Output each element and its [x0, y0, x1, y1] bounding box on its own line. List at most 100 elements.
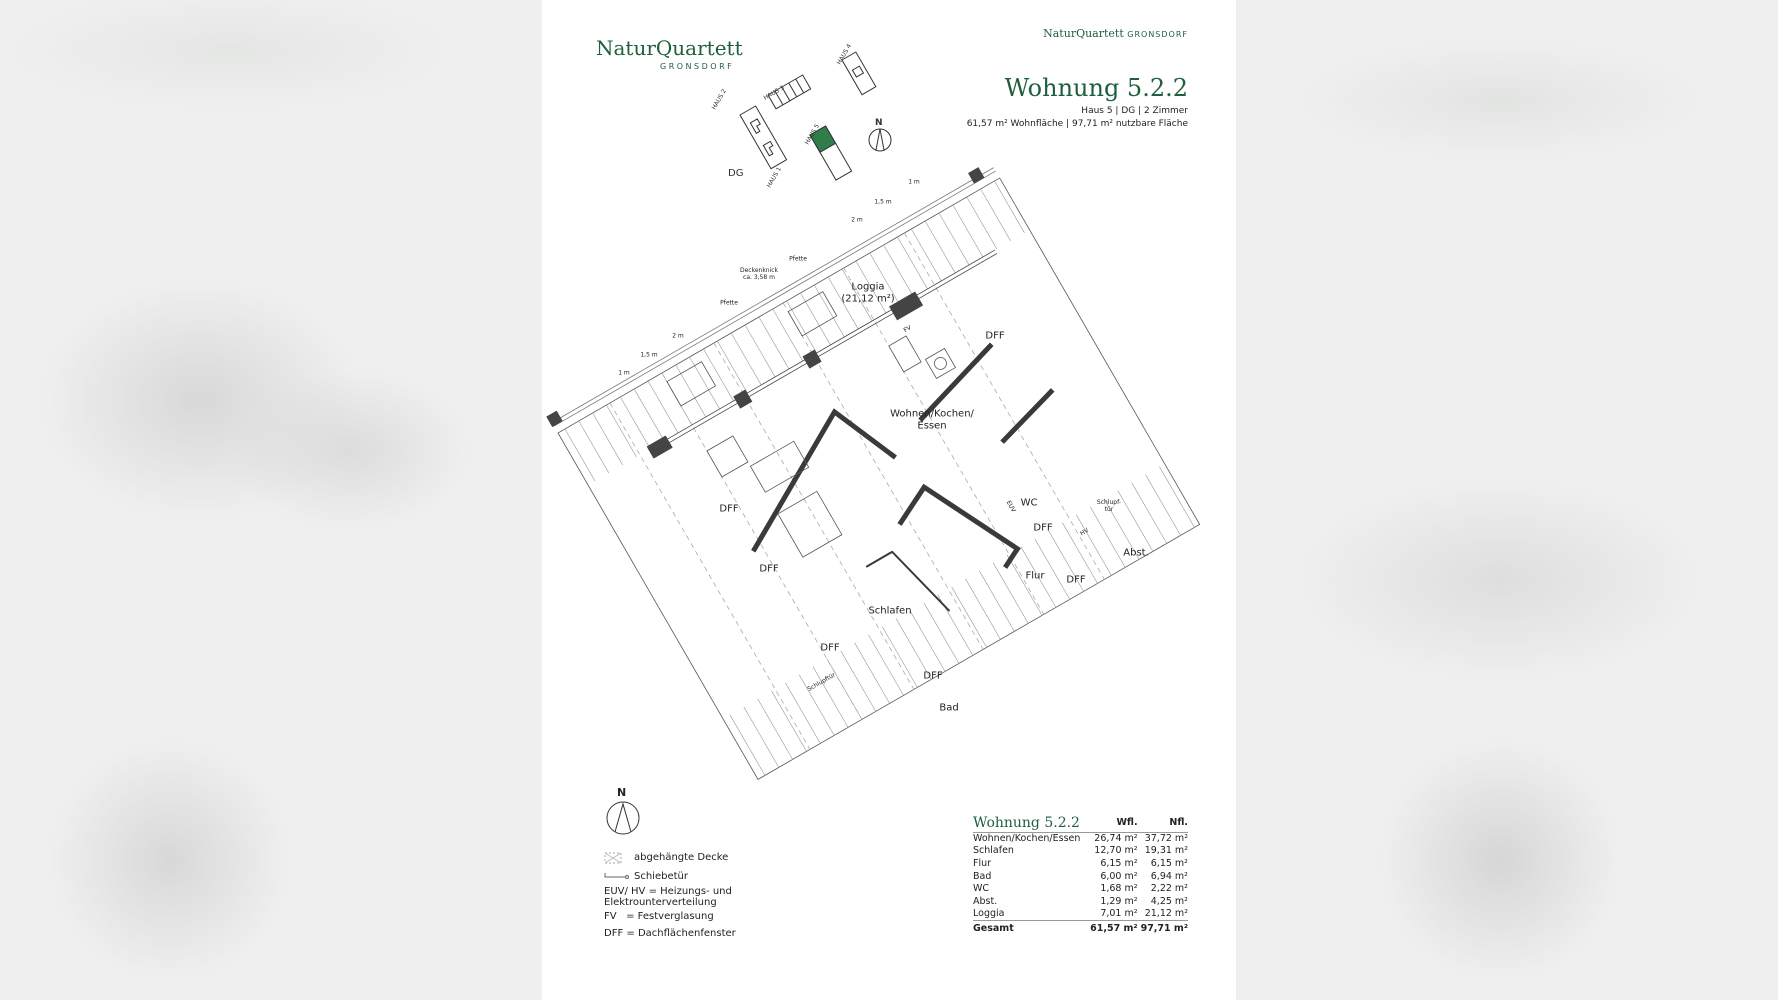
cell-nfl: 21,12 m²: [1144, 908, 1188, 920]
rafter: [1020, 546, 1057, 608]
dim-1-5m: 1,5 m: [640, 351, 658, 359]
rafter: [800, 292, 831, 346]
dff-label: DFF: [759, 563, 779, 575]
rafter: [786, 300, 817, 354]
rafter: [729, 714, 766, 776]
pfette-label: Pfette: [789, 255, 807, 263]
rafter: [827, 276, 859, 330]
dim-1m: 1 m: [618, 369, 630, 377]
rafter: [992, 562, 1029, 624]
rafter: [592, 412, 623, 466]
rafter: [909, 610, 946, 672]
rafter: [994, 180, 1025, 234]
rafter: [855, 260, 887, 314]
dff-label: DFF: [719, 503, 739, 515]
rafter: [772, 308, 804, 362]
legend-item: EUV/ HV = Heizungs- und: [604, 886, 732, 897]
rafter: [924, 220, 956, 274]
rafter: [980, 188, 1011, 242]
cell-nfl: 2,22 m²: [1150, 883, 1188, 895]
page-title: Wohnung 5.2.2: [1004, 74, 1188, 102]
deckenknick-height: ca. 3,58 m: [743, 274, 775, 281]
rafter: [951, 586, 987, 648]
room-wc: WC: [1020, 497, 1038, 509]
pfette-label: Pfette: [720, 299, 738, 307]
brand-name: NaturQuartett: [1043, 27, 1124, 40]
area-table: Wohnung 5.2.2 Wfl. Nfl. Wohnen/Kochen/Es…: [973, 814, 1188, 937]
dff-label: DFF: [1066, 574, 1086, 586]
bath-wall: [865, 550, 951, 612]
rafter: [1159, 466, 1195, 528]
rafter: [911, 228, 942, 282]
walls: [751, 342, 1055, 569]
furniture: [666, 291, 957, 558]
legend-item: abgehängte Decke: [634, 852, 729, 863]
loggia-glazing: [648, 249, 998, 454]
north-compass-icon: [606, 801, 640, 835]
cell-room: Bad: [973, 870, 992, 882]
schlupftuer-label: Schlupf-tür: [1097, 499, 1121, 514]
pillar: [646, 435, 673, 459]
logo-name: NaturQuartett: [596, 36, 743, 60]
roof-outline: [557, 177, 1201, 780]
rafter: [1076, 514, 1112, 576]
ceiling-lines: [609, 232, 1105, 750]
rafter: [965, 578, 1001, 640]
legend-item: Schiebetür: [634, 871, 688, 882]
cell-room: Flur: [973, 857, 992, 869]
dim-2m: 2 m: [672, 332, 684, 340]
logo-place: GRONSDORF: [660, 62, 735, 71]
dim-2m: 2 m: [851, 216, 863, 224]
rafter: [675, 364, 707, 418]
rafter: [703, 348, 734, 402]
cell-nfl: 4,25 m²: [1150, 895, 1188, 907]
rafter: [882, 626, 918, 688]
rafter: [1062, 522, 1098, 584]
cell-wfl: 6,15 m²: [1100, 857, 1138, 869]
rafter: [1048, 530, 1084, 592]
rafter: [717, 340, 748, 394]
cell-nfl: 6,15 m²: [1150, 857, 1188, 869]
loggia-label: Loggia: [851, 281, 885, 293]
table-row: Abst. 1,29 m² 4,25 m²: [973, 895, 1188, 908]
table-title: Wohnung 5.2.2: [973, 814, 1088, 833]
cell-room: Abst.: [973, 895, 998, 907]
rafter: [757, 698, 793, 760]
dff-label: DFF: [1033, 522, 1053, 534]
cell-wfl: 1,68 m²: [1100, 883, 1138, 895]
dff-label: DFF: [820, 642, 840, 654]
pillar: [733, 389, 753, 409]
haus-3-outline: [767, 74, 812, 110]
legend-item: DFF = Dachflächenfenster: [604, 928, 736, 939]
living-label-2: Essen: [917, 420, 947, 431]
svg-text:N: N: [875, 118, 883, 128]
haus-4-outline: [841, 51, 877, 96]
rafter: [743, 706, 780, 768]
rafter: [840, 650, 877, 712]
rafter: [633, 388, 665, 442]
rafter: [979, 570, 1015, 632]
site-map: HAUS 2 HAUS 3 HAUS 4 HAUS 5 HAUS 1 N DG: [711, 43, 892, 189]
dff-label: DFF: [985, 330, 1005, 342]
svg-text:DG: DG: [728, 168, 743, 179]
rafter: [647, 380, 679, 434]
dff-label: DFF: [923, 670, 943, 682]
pillar: [802, 349, 822, 369]
rafter: [730, 332, 762, 386]
rafter: [1117, 490, 1154, 552]
rafter: [785, 682, 821, 744]
cell-wfl: 1,29 m²: [1100, 895, 1138, 907]
cell-room: Wohnen/Kochen/Essen: [973, 833, 1081, 845]
room-flur: Flur: [1025, 570, 1045, 582]
cell-wfl: 26,74 m²: [1094, 833, 1138, 845]
rafters: [564, 180, 1195, 776]
pillar: [889, 291, 924, 321]
sliding-door-icon: [604, 873, 629, 879]
brand-header: NaturQuartett GRONSDORF: [1043, 27, 1188, 40]
rafter: [758, 316, 790, 370]
col-nfl: Nfl.: [1137, 814, 1188, 833]
